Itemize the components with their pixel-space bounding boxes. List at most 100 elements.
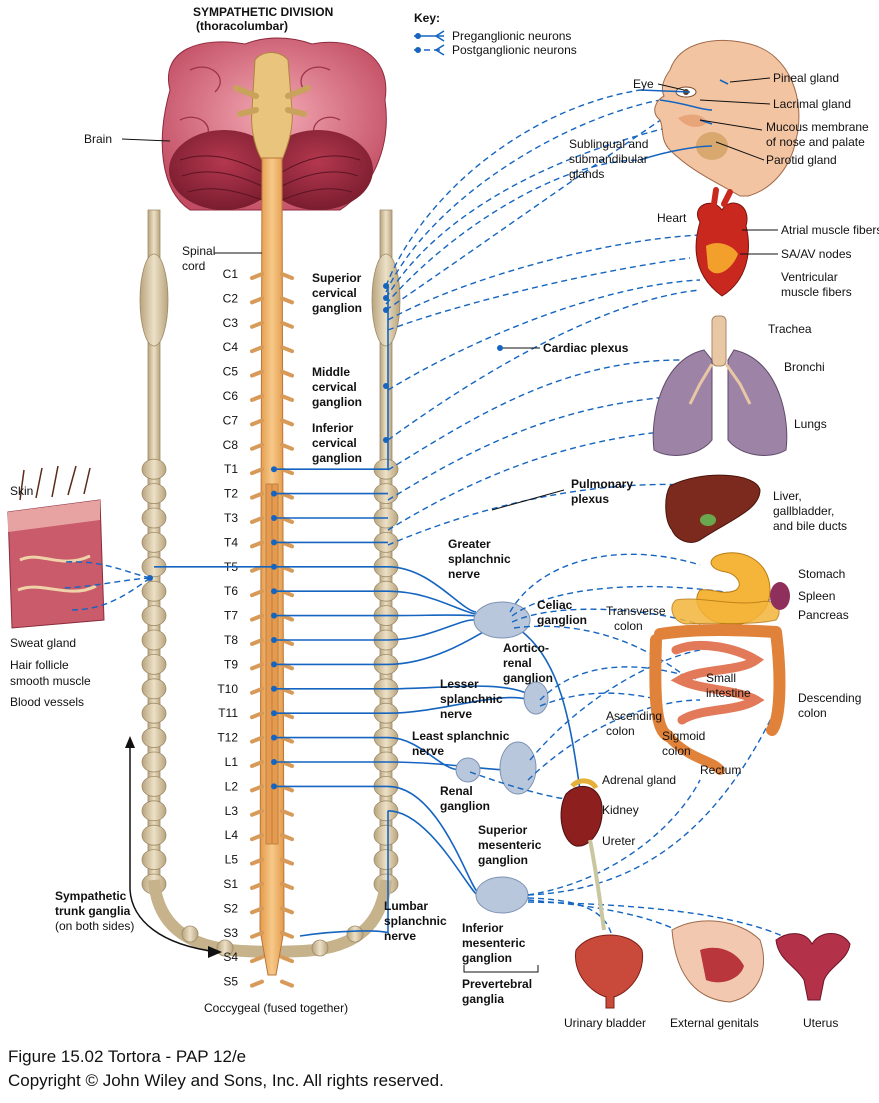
left-trunk-ganglion-l2 [141,776,167,797]
key-post-symbol [414,44,445,56]
lesser-splanchnic-label-2: splanchnic [440,692,503,706]
brain-illustration [161,37,387,211]
segment-label-s1: S1 [223,877,238,891]
lesser-splanchnic-label-3: nerve [440,707,472,721]
splanchnic-fiber-t11 [387,696,531,714]
splanchnic-fiber-t10 [387,685,529,695]
caption-figure: Figure 15.02 Tortora - PAP 12/e [8,1047,246,1066]
lungs-label: Lungs [794,417,827,431]
trunk-ganglia-arrow [125,736,222,958]
inferior-mesenteric-label-2: mesenteric [462,936,526,950]
parotid-leader [715,141,765,161]
left-trunk-ganglion-l5 [141,849,167,870]
rectum-label: Rectum [700,763,741,777]
small-intestine-label-2: intestine [706,686,751,700]
uterus-label: Uterus [803,1016,838,1030]
aorticorenal-label-3: ganglion [503,671,553,685]
lacrimal-leader [699,99,771,105]
nerve-root-s4 [250,955,294,964]
left-trunk-ganglion-t6 [141,580,167,602]
small-intestine-label-1: Small [706,671,736,685]
sublingual-label-2: submandibular [569,152,648,166]
bronchi-label: Bronchi [784,360,825,374]
superior-cervical-label-3: ganglion [312,301,362,315]
heart-illustration [695,187,749,297]
left-trunk [139,209,169,895]
nerve-root-c8 [250,442,294,451]
renal-label-1: Renal [440,784,473,798]
preganglionic-fibers [154,283,581,937]
skin-illustration [7,465,105,629]
sublingual-label-3: glands [569,167,604,181]
transverse-colon-label-2: colon [614,619,643,633]
segment-label-t11: T11 [218,706,238,720]
lower-chain-fiber [299,810,389,937]
segment-label-t8: T8 [224,633,238,647]
left-trunk-ganglion-l3 [141,800,167,822]
pulmonary-plexus-label-2: plexus [571,492,609,506]
brain-leader [121,138,171,142]
nerve-root-c7 [250,418,294,427]
mucous-label-2: of nose and palate [766,135,865,149]
superior-mesenteric-label-1: Superior [478,823,528,837]
trunk-ganglia-label-3: (on both sides) [55,919,134,933]
nerve-root-c5 [250,369,294,378]
coccygeal-bead [311,939,329,957]
segment-label-t7: T7 [224,609,238,623]
segment-label-t1: T1 [224,462,238,476]
prevertebral-label-1: Prevertebral [462,977,532,991]
least-splanchnic-label-2: nerve [412,744,444,758]
cell-body-t3 [271,515,277,521]
kidney-illustration [560,778,606,931]
cell-body-l2 [271,783,277,790]
aorticorenal-ganglion [523,681,549,715]
segment-label-s4: S4 [223,950,238,964]
skin-fibers [63,561,153,611]
superior-cervical-label-1: Superior [312,271,362,285]
aorticorenal-label-1: Aortico- [503,641,549,655]
inferior-mesenteric-label-3: ganglion [462,951,512,965]
nerve-root-l5 [250,857,294,866]
cell-body-t8 [271,637,277,643]
title-sub: (thoracolumbar) [196,19,288,33]
cell-body-l1 [271,759,277,765]
greater-splanchnic-label-2: splanchnic [448,552,511,566]
pulmonary-plexus-label-1: Pulmonary [571,477,633,491]
cell-body-t10 [271,685,277,692]
nerve-root-s3 [250,930,294,939]
celiac-label-2: ganglion [537,613,587,627]
superior-mesenteric-ganglion [499,741,537,795]
trunk-ganglia-label-2: trunk ganglia [55,904,131,918]
left-trunk-ganglion-l4 [141,824,167,846]
brain-label: Brain [84,132,112,146]
key-post-label: Postganglionic neurons [452,43,577,57]
splanchnic-fiber-t6 [387,590,477,615]
nerve-root-c3 [250,320,294,329]
adrenal-label: Adrenal gland [602,773,676,787]
segment-label-c3: C3 [223,316,239,330]
pancreas-label: Pancreas [798,608,849,622]
digestive-illustration [649,552,790,775]
cervical-synapse [383,437,389,443]
segment-label-t6: T6 [224,584,238,598]
inferior-mesenteric-label-1: Inferior [462,921,504,935]
spleen-label: Spleen [798,589,835,603]
nerve-root-c2 [250,296,294,305]
left-trunk-ganglion-t1 [141,458,167,480]
right-trunk-ganglion-l4 [373,824,399,846]
cervical-synapse [383,383,389,389]
spinal-cord-label-1: Spinal [182,244,215,258]
left-trunk-ganglion-t4 [141,532,167,553]
descending-colon-label-2: colon [798,706,827,720]
left-trunk-ganglion-t12 [141,727,167,748]
cell-body-t12 [271,734,277,741]
splanchnic-fiber-l2 [387,785,479,893]
right-trunk-ganglion-l3 [373,800,399,822]
transverse-colon-label-1: Transverse [606,604,666,618]
kidney-label: Kidney [602,803,639,817]
left-trunk-ganglion-t11 [141,702,167,724]
sweat-gland-label: Sweat gland [10,636,76,650]
ascending-colon-label-2: colon [606,724,635,738]
